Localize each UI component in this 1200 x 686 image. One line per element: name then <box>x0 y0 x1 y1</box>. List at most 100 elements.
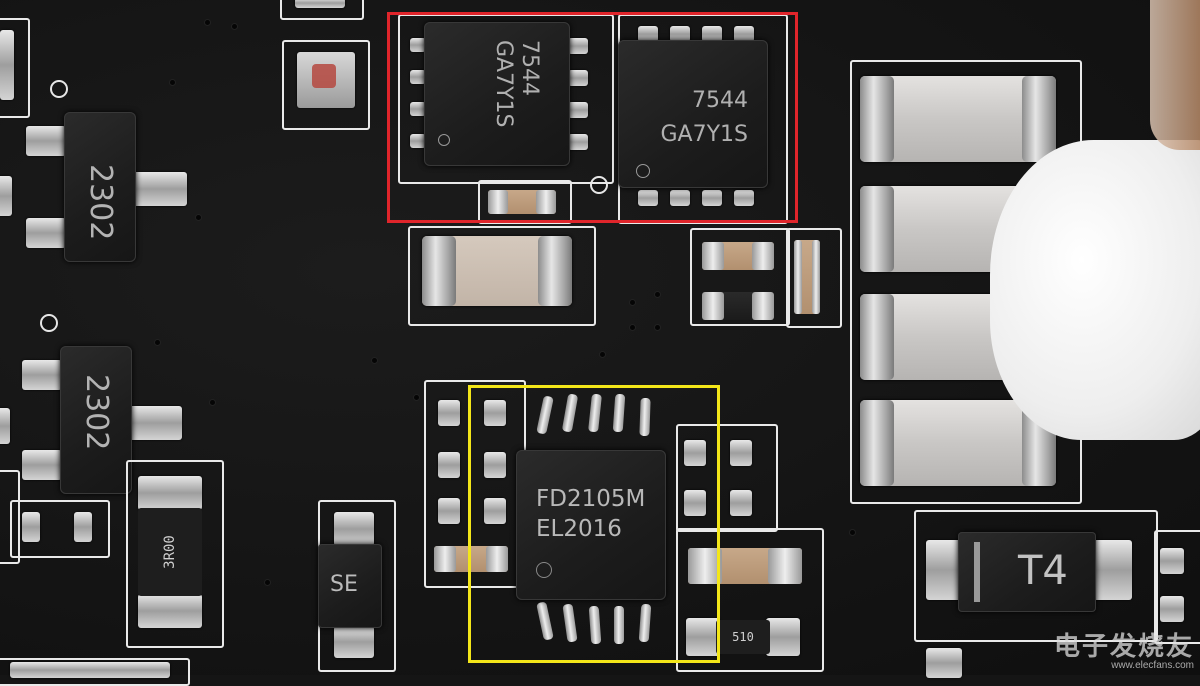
mosfet-chip-1: 7544 GA7Y1S <box>424 22 570 166</box>
finger-edge <box>1150 0 1200 150</box>
pin1-marker-icon <box>536 562 552 578</box>
silk-outline <box>914 510 1158 642</box>
pad <box>10 662 170 678</box>
pin-pad <box>568 102 588 118</box>
silk-outline <box>126 460 224 648</box>
diode-pad <box>1092 540 1132 600</box>
pad <box>0 408 10 444</box>
pin-pad <box>734 190 754 206</box>
resistor-label: 510 <box>732 630 754 644</box>
via <box>630 300 635 305</box>
diode-se: SE <box>318 544 382 628</box>
smd-resistor <box>702 292 774 320</box>
ic-pin <box>614 606 624 644</box>
ceramic-capacitor <box>860 400 1056 486</box>
silk-outline <box>0 18 30 118</box>
via <box>155 340 160 345</box>
via <box>210 400 215 405</box>
pin-pad <box>702 190 722 206</box>
silk-outline <box>398 14 614 184</box>
smd-capacitor <box>488 190 556 214</box>
transistor-2302-bottom: 2302 <box>60 346 132 494</box>
pad <box>484 452 506 478</box>
pad <box>1160 596 1184 622</box>
fiducial-ring <box>40 314 58 332</box>
smd-capacitor <box>688 548 802 584</box>
via <box>630 325 635 330</box>
pad <box>295 0 345 8</box>
pad <box>0 176 12 216</box>
pad <box>74 512 92 542</box>
pin-pad <box>410 70 426 84</box>
silk-outline <box>0 470 20 564</box>
pin-pad <box>670 26 690 42</box>
pad <box>438 400 460 426</box>
pad <box>22 512 40 542</box>
fiducial-ring <box>50 80 68 98</box>
yellow-highlight-box <box>468 385 720 663</box>
silk-outline <box>478 180 572 224</box>
mosfet-chip-2: 7544 GA7Y1S <box>618 40 768 188</box>
transistor-label: 2302 <box>79 374 114 451</box>
transistor-2302-top: 2302 <box>64 112 136 262</box>
via <box>600 352 605 357</box>
watermark: 电子发烧友 www.elecfans.com <box>1054 632 1194 671</box>
controller-line1: FD2105M <box>536 486 646 512</box>
silk-outline <box>786 228 842 328</box>
fiducial-ring <box>590 176 608 194</box>
pin-pad <box>734 26 754 42</box>
silk-outline <box>1154 530 1200 644</box>
silk-outline <box>408 226 596 326</box>
mosfet-marking: 7544 GA7Y1S <box>638 84 749 152</box>
pad <box>484 498 506 524</box>
diode-pad <box>334 512 374 546</box>
silk-outline <box>690 228 790 326</box>
diode-pad <box>334 626 374 658</box>
silk-outline <box>280 0 364 20</box>
pad <box>730 440 752 466</box>
via <box>265 580 270 585</box>
pin-pad <box>568 134 588 150</box>
mosfet-line1: 7544 <box>692 88 748 113</box>
pin-pad <box>568 70 588 86</box>
resistor-510: 510 <box>716 620 770 654</box>
pin-pad <box>410 134 426 148</box>
transistor-pad <box>22 450 62 480</box>
diode-t4: T4 <box>958 532 1096 612</box>
via <box>655 325 660 330</box>
smd-capacitor <box>794 240 820 314</box>
controller-chip: FD2105M EL2016 <box>516 450 666 600</box>
pad <box>684 440 706 466</box>
pin-pad <box>638 26 658 42</box>
pin-pad <box>410 38 426 52</box>
silk-outline <box>676 424 778 532</box>
pin-pad <box>702 26 722 42</box>
pin1-marker-icon <box>636 164 650 178</box>
pad <box>730 490 752 516</box>
resistor-pad <box>766 618 800 656</box>
mosfet-line2: GA7Y1S <box>660 122 749 147</box>
pin1-marker-icon <box>438 134 450 146</box>
silk-outline <box>676 528 824 672</box>
transistor-pad <box>128 406 182 440</box>
ceramic-capacitor <box>422 236 572 306</box>
transistor-pad <box>26 126 66 156</box>
via <box>850 530 855 535</box>
resistor-pad <box>686 618 720 656</box>
watermark-url: www.elecfans.com <box>1111 659 1194 671</box>
cathode-band <box>974 542 980 602</box>
via <box>232 24 237 29</box>
resistor-pad <box>138 594 202 628</box>
pad <box>484 400 506 426</box>
pad <box>926 648 962 678</box>
thermal-paste-blob <box>990 140 1200 440</box>
pin-pad <box>410 102 426 116</box>
pin-pad <box>670 190 690 206</box>
resistor-pad <box>138 476 202 510</box>
smd-capacitor <box>702 242 774 270</box>
pad <box>438 498 460 524</box>
pin-pad <box>568 38 588 54</box>
diode-label: T4 <box>1018 548 1068 594</box>
via <box>655 292 660 297</box>
